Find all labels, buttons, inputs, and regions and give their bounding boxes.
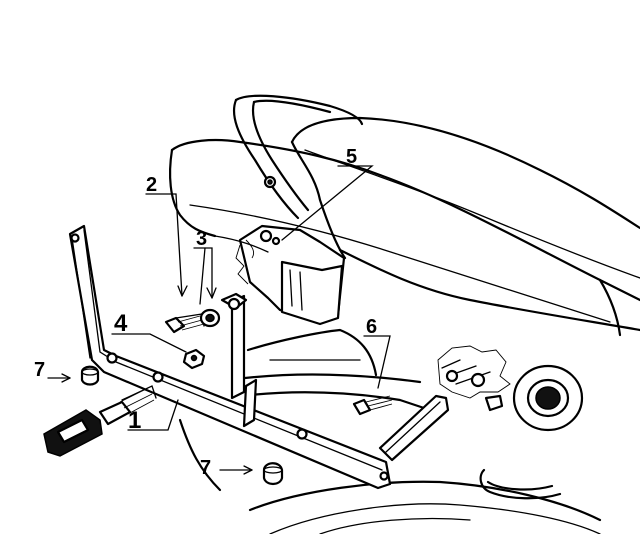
bolt-part-6: [352, 395, 393, 416]
shock-spring: [479, 468, 562, 500]
callout-5: 5: [346, 146, 357, 168]
side-mount-area: [437, 345, 511, 412]
leader-lines: [47, 165, 391, 475]
round-port: [512, 364, 584, 432]
callout-1: 1: [128, 407, 141, 434]
bolt-part-2: [164, 313, 205, 334]
callout-6: 6: [366, 316, 377, 338]
tail-fairing: [168, 138, 640, 337]
cap-part-7-bottom: [262, 462, 284, 486]
callout-7-left: 7: [34, 359, 45, 381]
seat: [290, 116, 640, 279]
washer-part-3: [199, 308, 221, 328]
nut-part-4: [182, 348, 206, 370]
pannier-frame: [68, 224, 450, 490]
mounting-knob: [43, 385, 157, 457]
grab-rail: [232, 94, 364, 220]
cap-part-7-left: [80, 365, 100, 386]
callout-4: 4: [114, 310, 128, 337]
callout-7-bottom: 7: [200, 457, 211, 479]
callout-labels: 1 2 3 4 5 6 7 7: [34, 146, 377, 479]
lower-bodywork: [178, 328, 602, 534]
taillight-mount: [235, 224, 346, 326]
callout-3: 3: [196, 228, 207, 250]
callout-2: 2: [146, 174, 157, 196]
